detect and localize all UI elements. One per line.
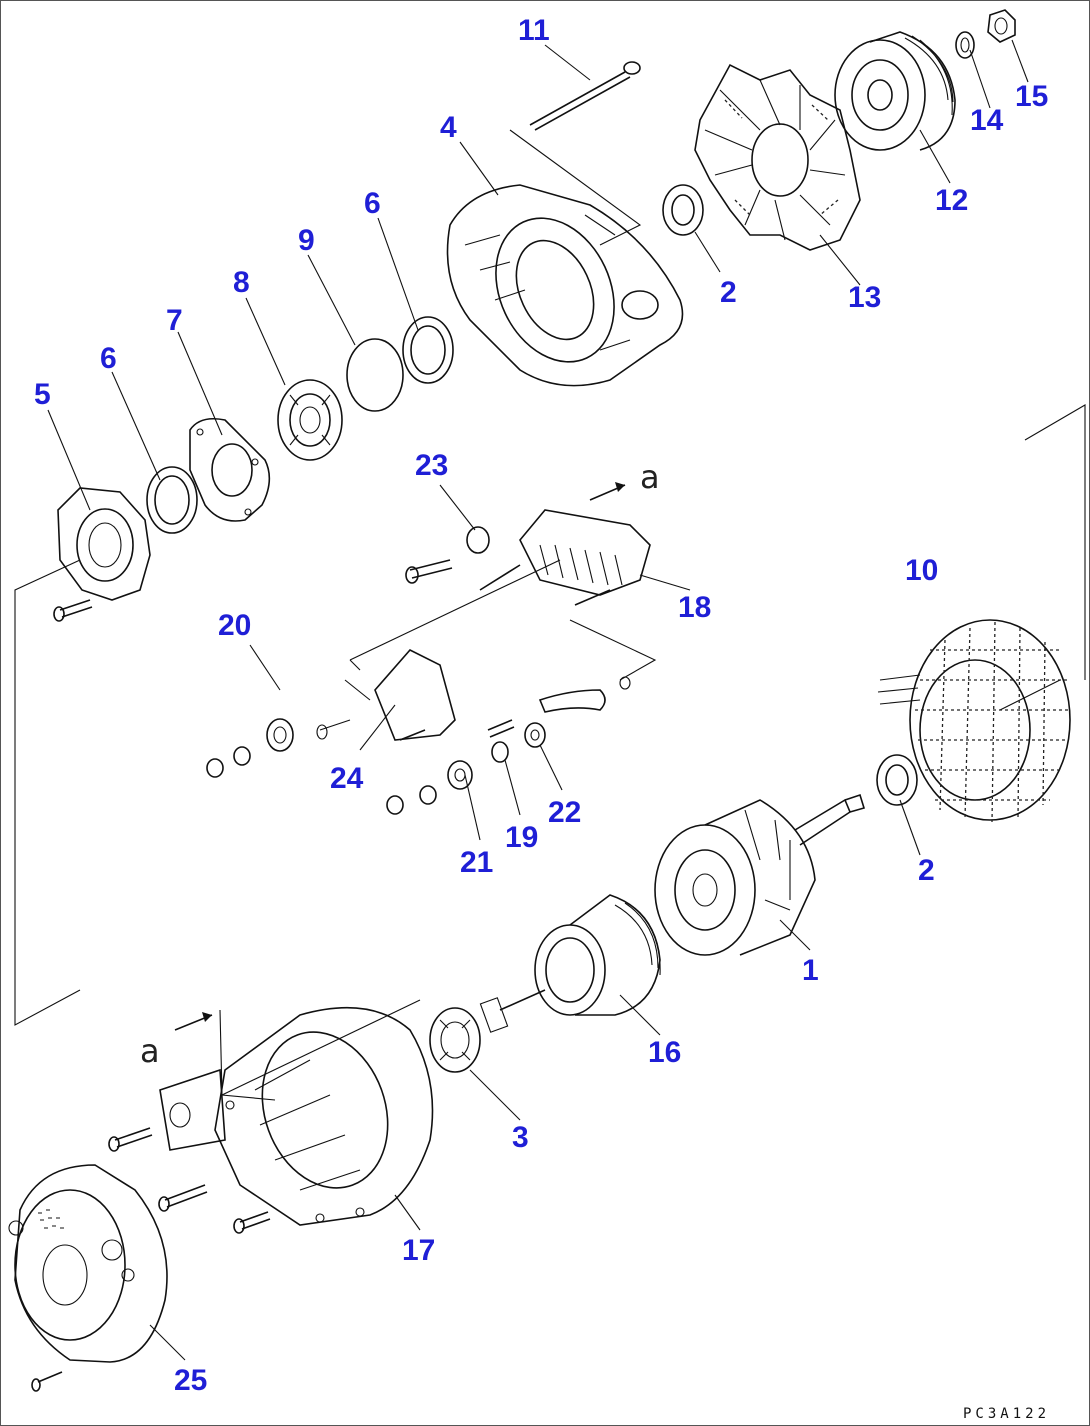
part-label-10: 10 — [905, 554, 938, 587]
insulator-bushing — [266, 718, 294, 752]
bearing-cover — [57, 487, 151, 601]
screw-and-clip — [487, 676, 631, 738]
front-bearing — [662, 184, 704, 236]
nut-set-upper — [206, 746, 251, 778]
ball-bearing — [277, 379, 343, 461]
part-label-23: 23 — [415, 449, 448, 482]
part-label-6-lower: 6 — [100, 342, 117, 375]
retainer-plate — [189, 417, 271, 522]
rear-bearing — [876, 754, 918, 806]
part-label-15: 15 — [1015, 80, 1048, 113]
part-label-18: 18 — [678, 591, 711, 624]
rectifier-assembly — [479, 509, 651, 606]
part-label-2-lower: 2 — [918, 854, 935, 887]
nut-set-lower — [386, 729, 437, 815]
alignment-lines — [14, 129, 1086, 1101]
oil-seal-upper — [402, 316, 454, 384]
part-label-12: 12 — [935, 184, 968, 217]
stator — [877, 619, 1071, 823]
lock-washer — [955, 31, 975, 59]
part-label-20: 20 — [218, 609, 251, 642]
section-marker-upper: a — [589, 458, 660, 501]
part-label-8: 8 — [233, 266, 250, 299]
part-label-11: 11 — [518, 14, 550, 47]
part-label-21: 21 — [460, 846, 493, 879]
drawing-code: PC3A122 — [963, 1406, 1050, 1422]
part-label-9: 9 — [298, 224, 315, 257]
pulley-nut — [987, 9, 1016, 43]
insulating-washer — [524, 722, 546, 748]
needle-bearing — [429, 1007, 481, 1073]
part-label-19: 19 — [505, 821, 538, 854]
part-label-24: 24 — [330, 762, 364, 795]
part-label-3: 3 — [512, 1121, 529, 1154]
cover-screw — [53, 599, 93, 622]
part-label-22: 22 — [548, 796, 581, 829]
housing-screws — [108, 1127, 271, 1234]
rotor — [654, 793, 866, 956]
section-letter-lower: a — [140, 1032, 160, 1070]
cooling-fan — [694, 63, 861, 251]
terminal-bushing — [405, 526, 490, 584]
regulator-bracket — [316, 649, 456, 741]
through-bolt — [529, 61, 641, 131]
section-letter-upper: a — [640, 458, 660, 496]
pulley — [834, 31, 956, 151]
part-label-14: 14 — [970, 104, 1004, 137]
leader-lines — [47, 39, 1061, 1361]
part-label-5: 5 — [34, 378, 51, 411]
field-coil — [479, 894, 661, 1033]
part-label-25: 25 — [174, 1364, 207, 1397]
part-label-6-upper: 6 — [364, 187, 381, 220]
flat-washer — [447, 760, 473, 790]
part-label-16: 16 — [648, 1036, 681, 1069]
part-label-17: 17 — [402, 1234, 435, 1267]
rear-cover — [8, 1164, 168, 1392]
spring-washer — [491, 741, 509, 763]
part-labels: 11 4 6 9 8 7 6 5 2 13 12 14 15 23 18 10 … — [34, 14, 1048, 1397]
part-label-13: 13 — [848, 281, 881, 314]
oil-seal-lower — [146, 466, 198, 534]
part-label-1: 1 — [802, 954, 819, 987]
front-housing — [446, 184, 684, 387]
part-label-4: 4 — [440, 111, 457, 144]
section-marker-lower: a — [140, 1012, 213, 1070]
part-label-7: 7 — [166, 304, 183, 337]
spacer-ring — [346, 338, 404, 412]
part-label-2-upper: 2 — [720, 276, 737, 309]
rear-housing — [159, 1006, 434, 1226]
